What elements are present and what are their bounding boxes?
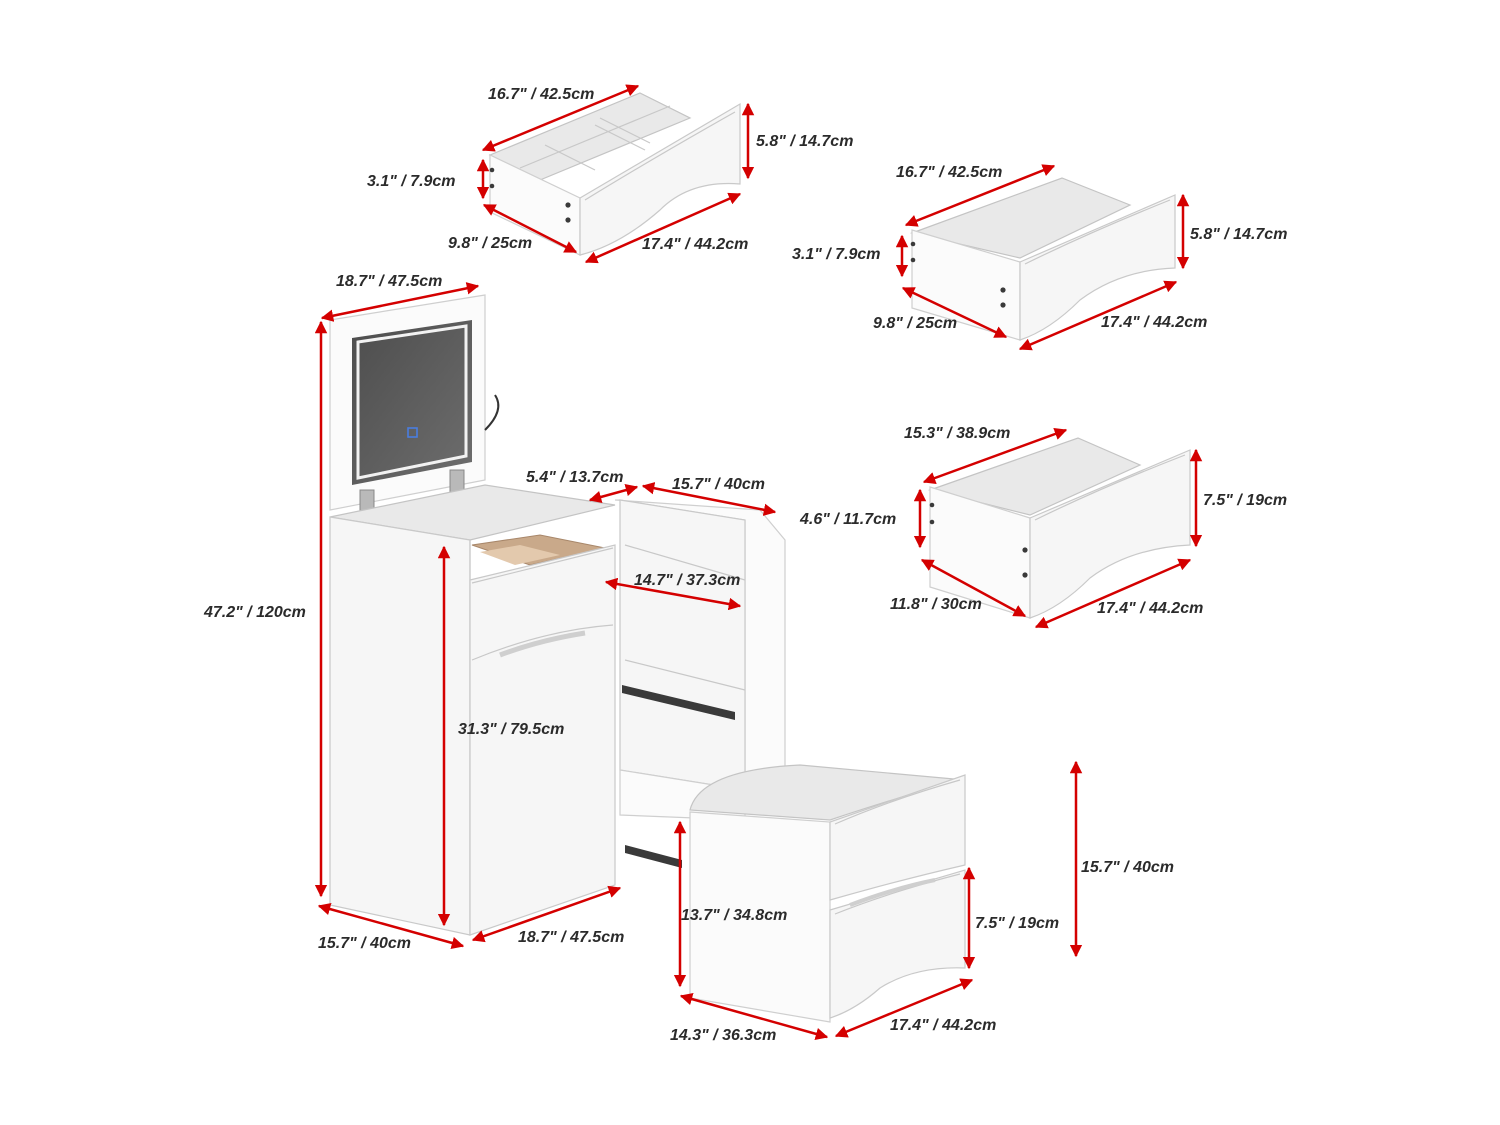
label-stool-floor-height: 15.7" / 40cm [1081,859,1174,876]
touch-switch-icon [407,427,418,438]
arrow-shelf-inner [604,577,742,611]
label-stool-depth: 14.3" / 36.3cm [670,1027,776,1044]
drawer-right-top-dimensions: 16.7" / 42.5cm 5.8" / 14.7cm 3.1" / 7.9c… [792,164,1287,351]
drawer-right-mid-dimensions: 15.3" / 38.9cm 7.5" / 19cm 4.6" / 11.7cm… [799,425,1287,629]
drawer-top-illustration [488,92,741,256]
power-cable [484,394,500,431]
label-drawer-top-height: 5.8" / 14.7cm [756,133,853,150]
label-shelf-depth: 5.4" / 13.7cm [526,469,623,486]
arrow-stool-depth [679,993,829,1040]
arrow-drawer-right-top-width [904,164,1056,227]
label-drawer-right-top-front: 17.4" / 44.2cm [1101,314,1207,331]
label-cabinet-width: 15.7" / 40cm [672,476,765,493]
label-stool-width: 17.4" / 44.2cm [890,1017,996,1034]
label-total-height: 47.2" / 120cm [203,604,306,621]
drawer-top-dimensions: 16.7" / 42.5cm 5.8" / 14.7cm 3.1" / 7.9c… [367,84,853,264]
arrow-drawer-top-depth [482,203,578,254]
arrow-drawer-right-top-depth [901,286,1008,339]
label-stool-drawer-height: 7.5" / 19cm [975,915,1059,932]
arrow-drawer-right-top-front [1018,280,1178,351]
vanity-illustration [329,294,786,936]
label-drawer-top-inner-height: 3.1" / 7.9cm [367,173,456,190]
label-drawer-right-mid-inner-height: 4.6" / 11.7cm [799,511,896,528]
label-mirror-width: 18.7" / 47.5cm [336,273,442,290]
label-drawer-top-width: 16.7" / 42.5cm [488,86,594,103]
arrow-base-depth [317,902,465,950]
arrow-drawer-right-mid-depth [920,558,1027,618]
arrow-drawer-top-front [584,192,742,264]
arrow-base-width [471,885,622,943]
label-drawer-right-mid-height: 7.5" / 19cm [1203,492,1287,509]
label-base-depth: 15.7" / 40cm [318,935,411,952]
label-shelf-inner: 14.7" / 37.3cm [634,572,740,589]
arrow-drawer-top-width [481,84,640,152]
arrow-cabinet-width [641,482,777,516]
label-drawer-right-mid-front: 17.4" / 44.2cm [1097,600,1203,617]
label-drawer-right-top-inner-height: 3.1" / 7.9cm [792,246,881,263]
label-drawer-right-top-height: 5.8" / 14.7cm [1190,226,1287,243]
vanity-dimensions: 18.7" / 47.5cm 47.2" / 120cm 31.3" / 79.… [203,273,777,952]
arrow-drawer-right-mid-width [922,427,1068,485]
arrow-drawer-right-mid-front [1034,558,1192,629]
arrow-stool-width [834,978,974,1038]
mirror-panel [352,320,472,485]
label-base-width: 18.7" / 47.5cm [518,929,624,946]
stool-dimensions: 13.7" / 34.8cm 7.5" / 19cm 14.3" / 36.3c… [670,760,1174,1044]
label-drawer-right-top-depth: 9.8" / 25cm [873,315,957,332]
label-stool-height: 13.7" / 34.8cm [681,907,787,924]
label-drawer-top-depth: 9.8" / 25cm [448,235,532,252]
label-desk-height: 31.3" / 79.5cm [458,721,564,738]
label-drawer-right-top-width: 16.7" / 42.5cm [896,164,1002,181]
label-drawer-right-mid-width: 15.3" / 38.9cm [904,425,1010,442]
label-drawer-right-mid-depth: 11.8" / 30cm [890,596,982,613]
label-drawer-top-front: 17.4" / 44.2cm [642,236,748,253]
stool-illustration [689,764,966,1023]
arrow-shelf-depth [588,483,639,504]
arrow-mirror-width [320,282,480,322]
